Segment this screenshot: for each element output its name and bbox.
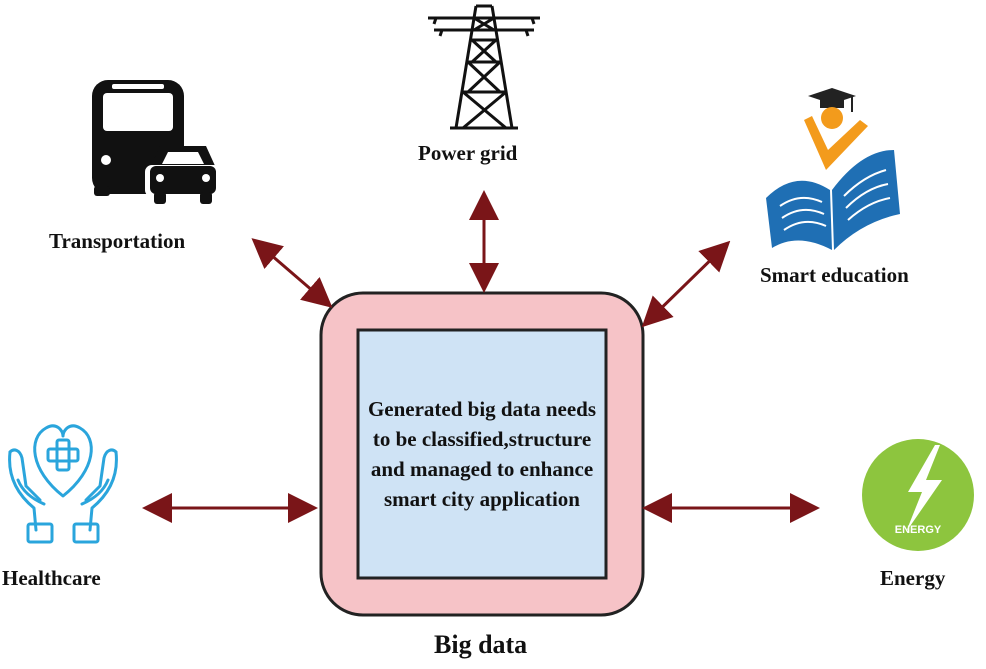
hands-heart-icon: [8, 424, 118, 544]
big-data-inner-box: [356, 328, 608, 580]
transportation-label: Transportation: [49, 229, 186, 253]
power-grid-label: Power grid: [418, 141, 518, 165]
big-data-caption: Big data: [434, 630, 528, 659]
bus-car-icon: [92, 80, 221, 204]
energy-badge-text: ENERGY: [895, 524, 942, 536]
arrow-smart-education: [641, 240, 731, 328]
arrow-transportation: [251, 238, 333, 308]
smart-education-label: Smart education: [760, 263, 909, 287]
book-graduate-icon: [766, 88, 900, 250]
healthcare-label: Healthcare: [2, 566, 101, 590]
energy-bolt-icon: ENERGY: [862, 439, 974, 551]
energy-label: Energy: [880, 566, 946, 590]
big-data-description: Generated big data needs to be classifie…: [367, 397, 597, 511]
power-tower-icon: [428, 4, 540, 130]
